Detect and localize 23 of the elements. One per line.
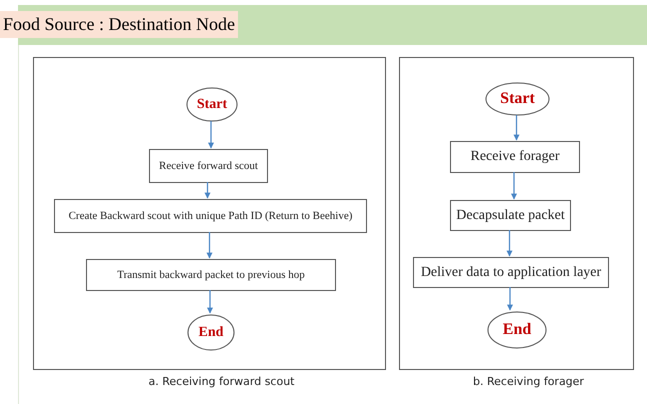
process-box: Deliver data to application layer bbox=[413, 257, 609, 288]
panel-caption: b. Receiving forager bbox=[473, 375, 584, 388]
process-box: Receive forward scout bbox=[149, 149, 268, 183]
flow-arrow bbox=[206, 232, 212, 259]
flow-arrow bbox=[511, 172, 517, 200]
flow-arrow bbox=[507, 287, 513, 311]
panel-frame bbox=[33, 57, 386, 370]
terminal-oval: Start bbox=[485, 82, 550, 116]
flow-arrow bbox=[207, 290, 213, 314]
process-box: Decapsulate packet bbox=[450, 200, 571, 231]
process-box: Create Backward scout with unique Path ID (Return to Beehive) bbox=[54, 199, 367, 233]
panel-caption: a. Receiving forward scout bbox=[148, 375, 294, 388]
title: Food Source : Destination Node bbox=[0, 11, 238, 38]
flow-arrow bbox=[506, 230, 512, 257]
flow-arrow bbox=[514, 115, 520, 141]
terminal-oval: Start bbox=[186, 87, 238, 122]
process-box: Receive forager bbox=[450, 141, 580, 173]
terminal-oval: End bbox=[187, 314, 235, 351]
terminal-oval: End bbox=[487, 311, 547, 349]
flow-arrow bbox=[208, 121, 214, 149]
process-box: Transmit backward packet to previous hop bbox=[86, 259, 336, 291]
panel-frame bbox=[399, 57, 634, 370]
flow-arrow bbox=[204, 182, 210, 199]
